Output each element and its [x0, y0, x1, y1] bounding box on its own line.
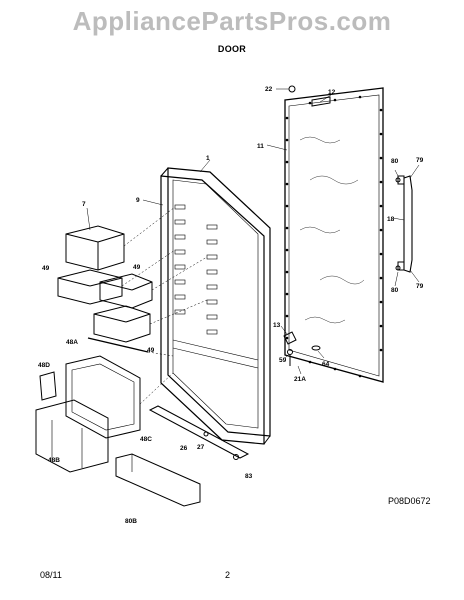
callout-leaders: [86, 88, 420, 375]
part-12: [311, 96, 331, 107]
callout-22: 22: [265, 86, 273, 93]
callout-48A: 48A: [66, 339, 78, 346]
door-liner: [160, 167, 271, 445]
footer-page-number: 2: [225, 570, 231, 580]
callout-7: 7: [82, 201, 86, 208]
callout-64: 64: [322, 361, 330, 368]
callout-27: 27: [197, 444, 205, 451]
part-26: [148, 405, 250, 459]
callout-48D: 48D: [38, 362, 50, 369]
shelf-bin-7: [65, 225, 125, 271]
callout-labels: 1 7 9 11 12 13 18 21A 22 26 27 48A 48B 4…: [38, 86, 424, 525]
leader-lines: [121, 206, 208, 405]
callout-83: 83: [245, 473, 253, 480]
watermark: AppliancePartsPros.com: [72, 6, 392, 36]
callout-80B: 80B: [125, 518, 137, 525]
footer-date: 08/11: [40, 570, 62, 580]
section-title: DOOR: [217, 44, 247, 54]
callout-79-upper: 79: [416, 157, 424, 164]
part-48C: [65, 355, 141, 439]
callout-9: 9: [136, 197, 140, 204]
callout-79-lower: 79: [416, 283, 424, 290]
callout-49-left: 49: [42, 265, 50, 272]
part-27: [203, 431, 209, 437]
door-handle: [397, 175, 413, 273]
callout-12: 12: [328, 89, 336, 96]
callout-49-lower: 49: [147, 347, 155, 354]
part-83: [233, 454, 239, 460]
part-48D: [39, 371, 57, 401]
figure-id: P08D0672: [388, 496, 431, 506]
part-48B: [35, 399, 109, 473]
shelf-bin-49-left: [57, 269, 123, 305]
callout-13: 13: [273, 322, 281, 329]
part-80-upper: [395, 177, 401, 183]
shelf-bin-49-lower: [93, 305, 151, 343]
callout-59: 59: [279, 357, 287, 364]
callout-18: 18: [387, 216, 395, 223]
part-22: [288, 85, 296, 93]
callout-80-lower: 80: [391, 287, 399, 294]
part-48A: [87, 337, 149, 353]
callout-26: 26: [180, 445, 188, 452]
hinge-parts: [283, 331, 321, 366]
callout-80-upper: 80: [391, 158, 399, 165]
shelf-bin-49-right: [99, 273, 153, 309]
door-outer-panel: [284, 87, 384, 383]
callout-48C: 48C: [140, 436, 152, 443]
part-80-lower: [395, 265, 401, 271]
part-80B: [115, 453, 201, 507]
callout-11: 11: [257, 143, 264, 150]
callout-49-right: 49: [133, 264, 141, 271]
callout-1: 1: [206, 155, 210, 162]
callout-48B: 48B: [48, 457, 60, 464]
callout-21A: 21A: [294, 376, 306, 383]
